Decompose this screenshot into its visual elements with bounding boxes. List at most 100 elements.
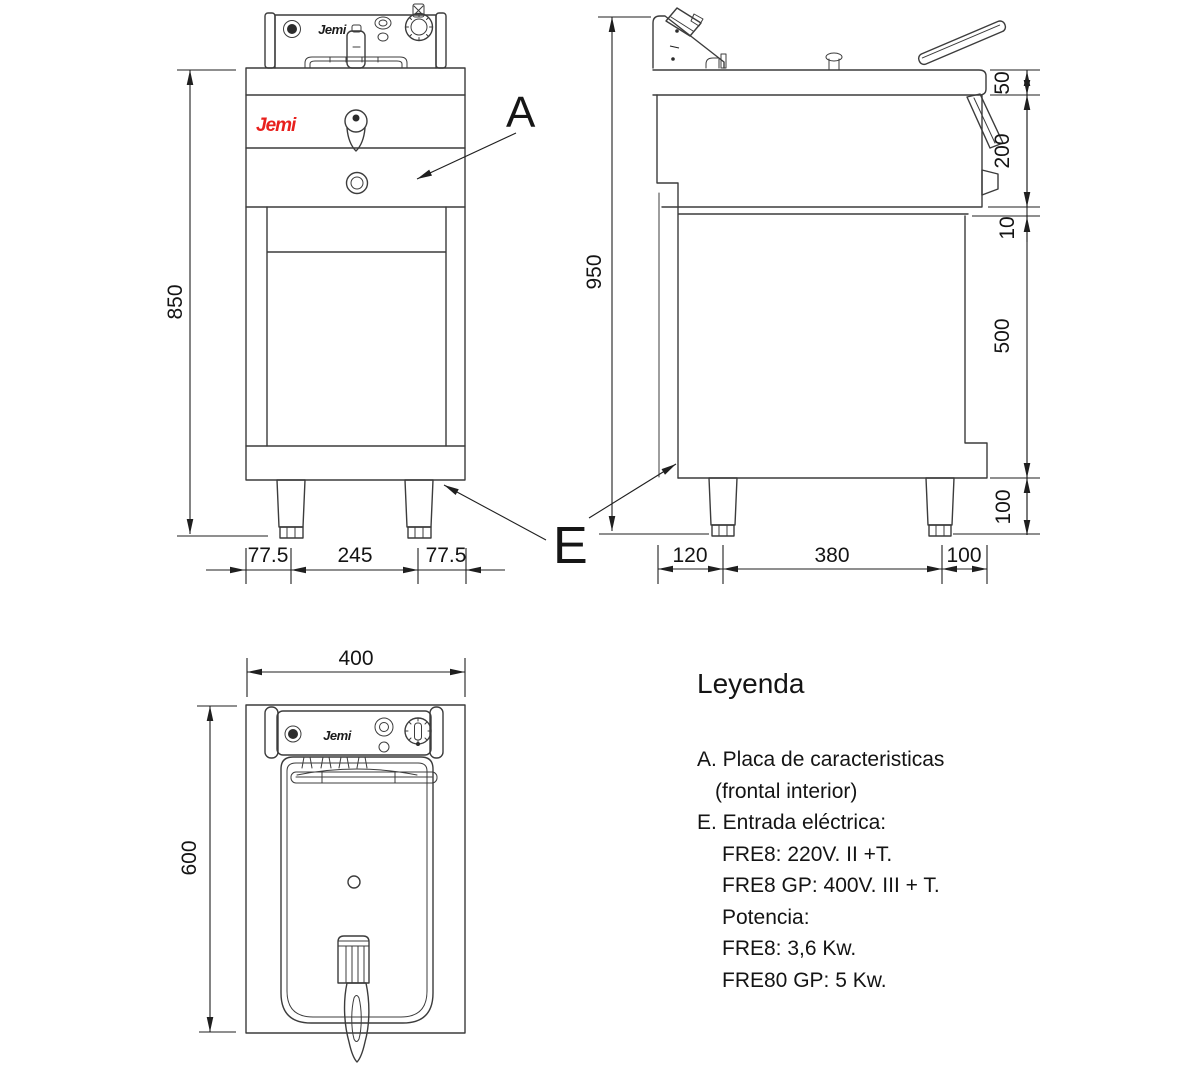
indicator-lamp-small [377,32,389,42]
brand-logo-red: Jemi [256,115,297,136]
legend-item: A. Placa de caracteristicas [697,748,945,771]
front-foot-right [407,526,432,539]
basket-handle-slot [351,995,362,1042]
basket-handle-inner-line [921,24,1001,59]
basket-bar-hatch [329,56,379,63]
top-hanger-bar [290,771,438,784]
top-pilot-core [288,729,298,739]
top-panel-cap-left [264,706,279,759]
side-foot-right-notch [935,524,945,537]
top-knob [404,717,432,746]
thermostat-cap [351,24,362,33]
dim-label-50: 50 [991,71,1014,94]
top-panel-logo: Jemi [323,728,352,743]
panel-logo: Jemi [318,22,347,37]
side-dim-bottom: 120 380 100 [657,544,988,584]
side-dim-height: 950 [583,16,1040,535]
dim-label-200: 200 [991,133,1014,168]
top-tank-outline [280,756,434,1024]
side-panel-knob-nub [690,13,704,27]
basket-handle-side [917,20,1007,66]
front-body-bands [245,94,466,447]
top-indicator [374,717,394,737]
top-panel-cap-right [429,706,444,759]
legend-item: Potencia: [722,905,810,929]
panel-bracket-right [435,12,447,69]
side-tank-outline [656,94,983,479]
elbow-pin [720,53,727,69]
side-foot-left-notch [718,524,728,537]
panel-screw-3 [671,57,675,61]
dim-ticks-right [972,69,1040,479]
dim-label-245: 245 [337,544,372,567]
side-bracket-tab [981,169,999,196]
side-panel-knob [665,7,702,37]
top-basket-handle [337,935,370,1063]
basket-bar-inner [309,60,403,69]
drain-lever-head [344,109,368,133]
top-tank-arc [296,768,418,776]
basket-bar [304,56,408,69]
legend-item: FRE8: 3,6 Kw. [722,937,857,960]
panel-face [274,14,437,69]
front-view: Jemi Jemi [164,3,536,584]
knob-ticks [405,13,433,41]
front-foot-left [279,526,304,539]
legend-item: FRE80 GP: 5 Kw. [722,968,887,992]
front-control-panel: Jemi [264,3,447,69]
dim-label-380: 380 [814,544,849,567]
dim-ticks-400 [246,658,466,697]
callout-e-label: E [553,517,588,575]
dim-label-120: 120 [672,544,707,567]
front-dim-height: 850 [164,69,268,537]
front-door [266,206,447,447]
top-view: Jemi [178,647,466,1063]
legend: Leyenda A. Placa de caracteristicas (fro… [697,668,944,996]
dim-ticks-850 [177,69,268,537]
top-outline [245,704,466,1034]
drain-lever-handle [346,127,366,152]
dim-label-600: 600 [178,840,201,875]
side-panel-knob-line [670,16,694,32]
top-tank [280,756,438,1024]
side-counter [652,69,987,96]
basket-handle-bar [917,20,1007,66]
side-dim-right-stack: 50 200 10 500 100 [972,69,1040,535]
dim-label-100-front: 100 [946,544,981,567]
top-knob-dot [416,742,420,746]
drain-ring-outer [345,171,369,195]
side-foot-left [711,524,735,537]
basket-bracket-detail [337,940,370,984]
side-cabinet [677,215,988,479]
top-tank-inner [286,762,428,1018]
top-control-panel: Jemi [264,706,444,759]
callout-e-arrow-front [443,484,547,541]
legend-item: (frontal interior) [715,779,858,803]
dim-label-10: 10 [996,216,1019,239]
basket-handle-grip [343,982,370,1063]
front-body: Jemi [245,67,466,481]
drain-chute-inner [973,97,996,144]
dim-label-500: 500 [991,318,1014,353]
top-indicator-inner [379,722,389,732]
front-dim-bottom: 77.5 245 77.5 [206,544,505,584]
legend-title: Leyenda [697,668,805,699]
thermostat-stem [346,30,366,69]
top-indicator-small [378,741,390,753]
top-drain-hole [347,875,361,889]
pilot-light-core [287,24,297,34]
drain-lever [344,109,368,152]
top-knob-pointer [414,722,422,741]
knob-inner [410,18,428,36]
callout-e-arrow-side [588,463,677,519]
panel-screw-2 [669,45,680,49]
side-foot-right [928,524,952,537]
legend-items: A. Placa de caracteristicas (frontal int… [697,744,944,996]
lid-knob-cap [825,52,843,62]
side-body [652,20,1007,479]
callout-a-label: A [506,88,536,137]
top-dim-depth: 600 [178,705,237,1033]
top-dim-width: 400 [246,647,466,697]
